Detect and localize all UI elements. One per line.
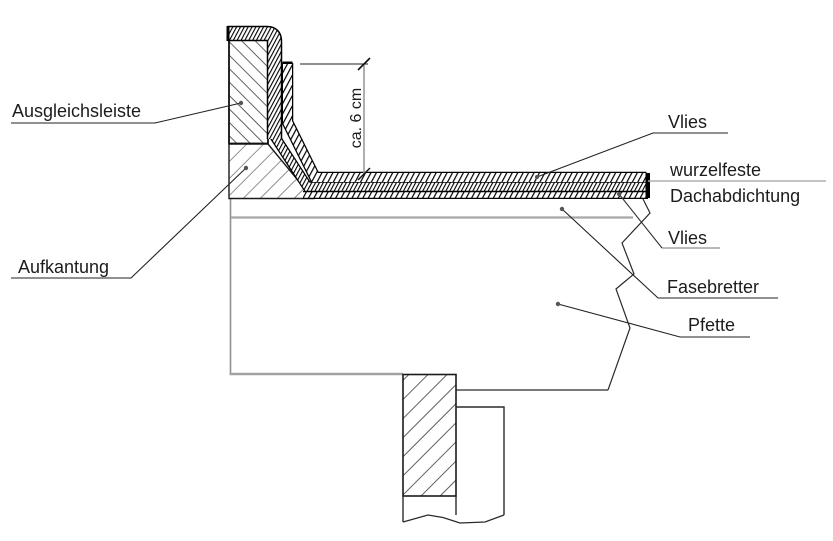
callout-vlies-oben: Vlies xyxy=(535,112,728,179)
pfette-leader-dot xyxy=(555,301,561,307)
fasebretter-leader-dot xyxy=(559,206,565,212)
pfette-label: Pfette xyxy=(688,315,735,335)
membrane-right-endcap xyxy=(645,173,650,198)
vlies-unten-label: Vlies xyxy=(668,228,707,248)
dachabdichtung-label-line2: Dachabdichtung xyxy=(670,186,800,206)
fasebretter-label: Fasebretter xyxy=(667,277,759,297)
fasebretter-leader xyxy=(561,208,778,299)
aufkantung-leader-dot xyxy=(243,165,249,171)
membrane-upstand-band xyxy=(227,27,281,139)
ausgleichsleiste-leader xyxy=(11,102,242,124)
ausgleichsleiste-section xyxy=(228,39,269,145)
callout-pfette: Pfette xyxy=(555,301,750,338)
upstand-woods xyxy=(228,39,315,200)
right-break-line xyxy=(607,198,651,391)
membrane-left-endcap xyxy=(226,26,230,41)
vlies-oben-leader-dot xyxy=(535,175,539,179)
dimension-tick-bottom xyxy=(357,167,371,181)
vlies-unten-leader xyxy=(618,193,663,249)
callout-aufkantung: Aufkantung xyxy=(11,165,249,279)
callout-vlies-unten: Vlies xyxy=(617,192,720,249)
ausgleichsleiste-label: Ausgleichsleiste xyxy=(12,101,141,121)
vlies-oben-label: Vlies xyxy=(668,112,707,132)
vlies-unten-leader-dot xyxy=(617,192,621,196)
callout-fasebretter: Fasebretter xyxy=(559,206,778,299)
fleece-top-outline xyxy=(281,63,647,184)
dachabdichtung-label-line1: wurzelfeste xyxy=(669,160,761,180)
rear-member-outline xyxy=(456,406,505,515)
fleece-top-band xyxy=(283,63,647,182)
membrane-assembly xyxy=(226,25,650,199)
callout-ausgleichsleiste: Ausgleichsleiste xyxy=(11,100,244,124)
callout-dachabdichtung: wurzelfeste Dachabdichtung xyxy=(648,160,826,206)
dimension: ca. 6 cm xyxy=(300,57,371,181)
post-section-hatched xyxy=(402,373,457,497)
aufkantung-label: Aufkantung xyxy=(18,257,109,277)
aufkantung-leader xyxy=(11,167,247,279)
fleece-strip-top-edge xyxy=(282,61,293,64)
support-post xyxy=(402,373,505,524)
dimension-text: ca. 6 cm xyxy=(348,88,365,148)
ausgleichsleiste-leader-dot xyxy=(238,100,244,106)
purlin-and-boards-outline xyxy=(229,198,633,376)
dimension-tick-top xyxy=(357,57,371,71)
break-lines xyxy=(456,198,651,391)
callouts: Ausgleichsleiste Aufkantung Vlies wurzel… xyxy=(11,100,826,338)
pfette-leader xyxy=(557,303,750,338)
membrane-band xyxy=(271,133,647,191)
vlies-oben-leader xyxy=(536,132,728,178)
bottom-break-line xyxy=(402,514,505,524)
